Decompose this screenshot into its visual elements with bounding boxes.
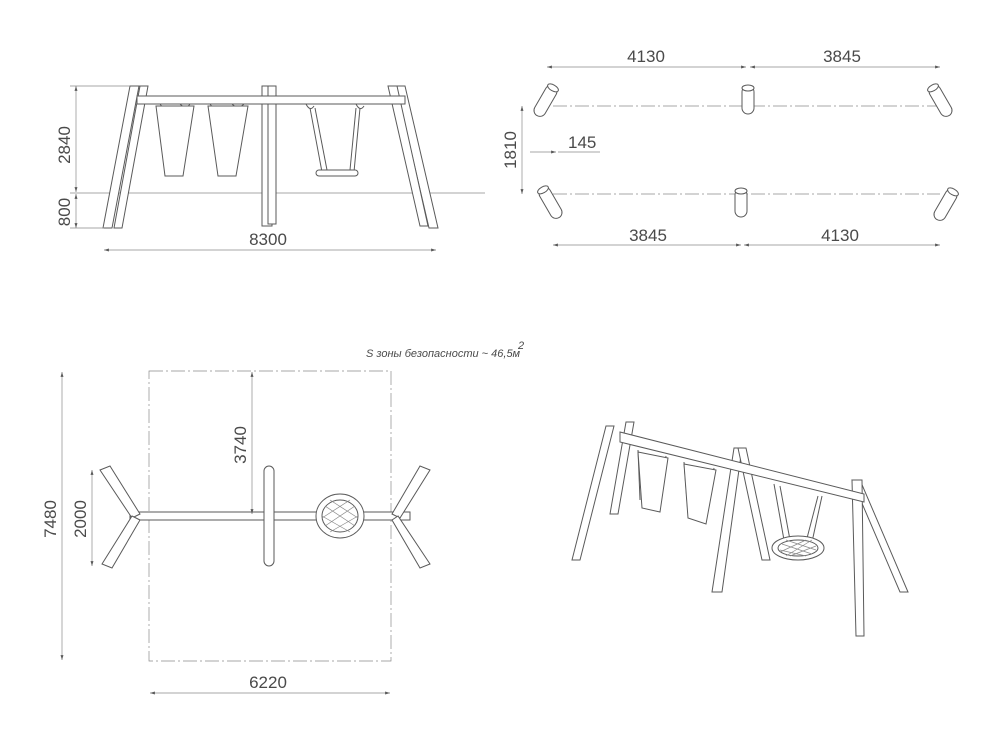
bucket-seat-1 bbox=[155, 103, 195, 177]
dim-3845-top: 3845 bbox=[823, 47, 861, 66]
post-top-middle bbox=[741, 84, 755, 115]
nest-seat bbox=[305, 103, 365, 177]
plan-nest-seat bbox=[315, 493, 365, 539]
post-top-right bbox=[927, 83, 953, 117]
safety-zone-plan: S зоны безопасности ~ 46,5м 2 7480 3740 … bbox=[41, 340, 524, 695]
plan-right-leg-2 bbox=[391, 515, 431, 569]
iso-bucket-seat-2 bbox=[683, 461, 717, 525]
dim-4130-top: 4130 bbox=[627, 47, 665, 66]
middle-post-rear bbox=[267, 85, 277, 225]
iso-left-leg-2 bbox=[609, 421, 635, 515]
dim-2000: 2000 bbox=[71, 500, 90, 538]
post-bottom-right bbox=[933, 187, 959, 221]
top-view: 4130 3845 1810 145 3845 4130 bbox=[501, 47, 959, 247]
safety-zone-note-sup: 2 bbox=[517, 340, 524, 352]
iso-beam bbox=[619, 431, 865, 503]
dim-800: 800 bbox=[55, 198, 74, 226]
plan-middle-post bbox=[263, 465, 275, 567]
right-leg-rear bbox=[387, 85, 429, 227]
post-bottom-left bbox=[537, 185, 563, 219]
post-top-left bbox=[533, 83, 559, 117]
isometric-view bbox=[571, 421, 909, 637]
top-beam bbox=[136, 95, 406, 105]
dim-6220: 6220 bbox=[249, 673, 287, 692]
safety-zone-note: S зоны безопасности ~ 46,5м bbox=[366, 348, 521, 360]
iso-bucket-seat-1 bbox=[637, 449, 669, 513]
plan-right-leg-1 bbox=[391, 465, 431, 519]
front-view: 2840 800 8300 bbox=[55, 85, 485, 252]
post-bottom-middle bbox=[734, 187, 748, 218]
dim-8300: 8300 bbox=[249, 230, 287, 249]
iso-mid-leg-2 bbox=[737, 447, 771, 561]
plan-left-leg-1 bbox=[99, 465, 141, 519]
dim-2840: 2840 bbox=[55, 126, 74, 164]
dim-3740: 3740 bbox=[231, 426, 250, 464]
dim-145: 145 bbox=[568, 133, 596, 152]
dim-3845-bottom: 3845 bbox=[629, 226, 667, 245]
plan-left-leg-2 bbox=[101, 515, 141, 569]
dim-7480: 7480 bbox=[41, 500, 60, 538]
iso-right-leg-2 bbox=[851, 479, 865, 637]
iso-nest-seat bbox=[771, 483, 825, 561]
dim-1810: 1810 bbox=[501, 131, 520, 169]
bucket-seat-2 bbox=[207, 103, 249, 177]
left-leg-front bbox=[102, 85, 140, 229]
left-leg-rear bbox=[113, 85, 149, 229]
iso-left-leg-1 bbox=[571, 425, 615, 561]
dim-4130-bottom: 4130 bbox=[821, 226, 859, 245]
